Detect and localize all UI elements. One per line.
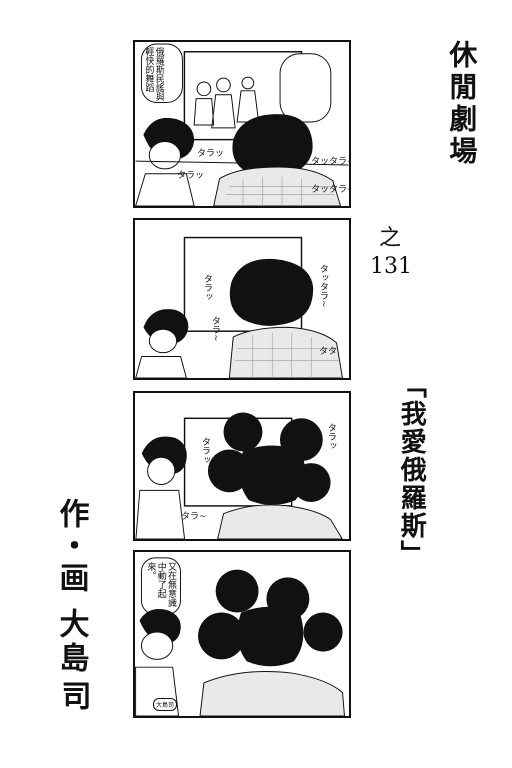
comic-panel-1: 俄羅斯民謠與輕快的舞蹈 タラッ タラッ タッタラ~ タッタラ~ [133,40,351,208]
panel-3-sfx: タラッ [200,437,210,464]
panel-3-sfx: タラ~ [181,512,207,522]
panel-3-sfx: タラッ [326,423,336,450]
panel-1-sfx: タラッ [177,171,205,181]
panel-1-sfx: タッタラ~ [311,157,351,167]
episode-title: 「我愛俄羅斯」 [396,372,427,568]
panel-3-art [135,412,343,539]
panel-2-sfx: タラ~ [210,316,220,342]
panel-4-art [135,557,345,716]
panel-1-bubble-left: 俄羅斯民謠與輕快的舞蹈 [143,47,164,101]
author-name-given: 司 [55,680,91,710]
panel-2-art [135,236,343,378]
panel-2-sfx: タタ [319,347,338,357]
author-credit: 作・画 [53,498,89,594]
panel-4-bubble: 又在無意識中動了起來。 [145,562,177,607]
episode-number: 之 131 [370,226,412,279]
author-name: 大島 [53,608,89,676]
panel-2-sfx: タラッ [202,274,212,301]
comic-panel-2: タラッ タラ~ タッタラ~ タタ [133,218,351,380]
panel-1-sfx: タッタラ~ [311,185,351,195]
panel-2-sfx: タッタラ~ [318,264,328,308]
comic-panel-3: タラッ タラ~ タラッ [133,391,351,541]
artist-signature: 大島司 [153,698,178,711]
series-title: 休閒劇場 [445,40,479,168]
panel-1-art [135,43,349,206]
comic-panel-4: 又在無意識中動了起來。 大島司 [133,550,351,718]
panel-1-sfx: タラッ [197,149,225,159]
